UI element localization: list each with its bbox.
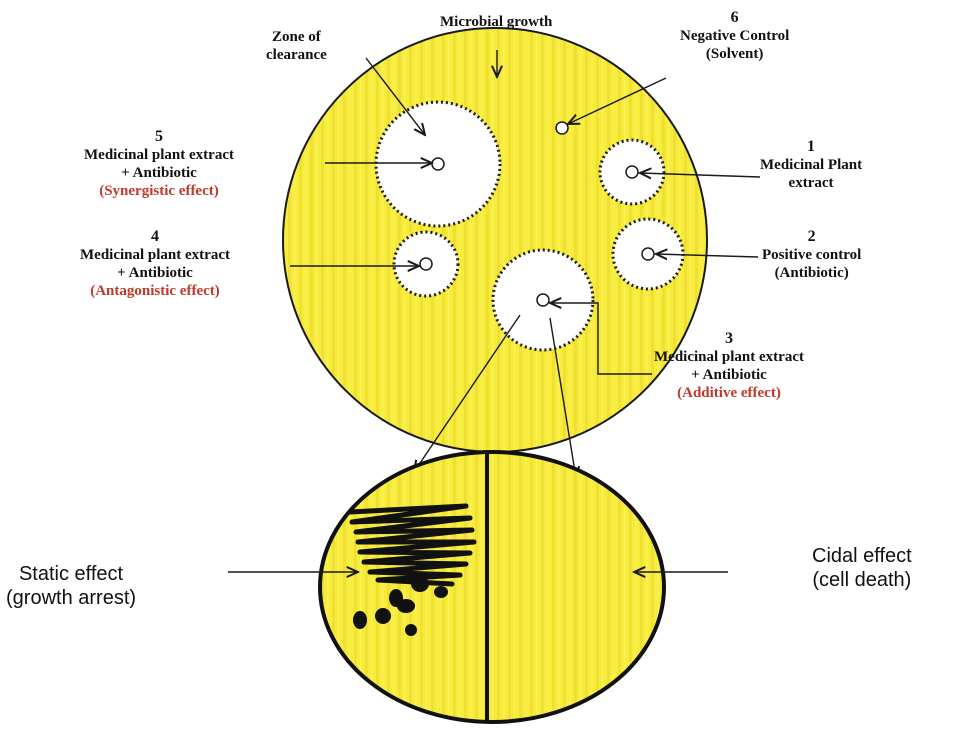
cidal-line2: (cell death) [812,568,912,592]
well-3-effect: (Additive effect) [654,384,804,402]
zone-line-2: clearance [266,46,327,64]
well-5 [432,158,444,170]
well-4-effect: (Antagonistic effect) [80,282,230,300]
well-4-line1: Medicinal plant extract [80,246,230,264]
well-3-line1: Medicinal plant extract [654,348,804,366]
well-6 [556,122,568,134]
label-well-5: 5 Medicinal plant extract + Antibiotic (… [84,128,234,200]
well-3-line2: + Antibiotic [654,366,804,384]
well-5-line1: Medicinal plant extract [84,146,234,164]
label-static-effect: Static effect (growth arrest) [6,562,136,610]
well-1-number: 1 [760,138,862,156]
label-well-4: 4 Medicinal plant extract + Antibiotic (… [80,228,230,300]
label-well-3: 3 Medicinal plant extract + Antibiotic (… [654,330,804,402]
well-2-line2: (Antibiotic) [762,264,861,282]
well-1-line2: extract [760,174,862,192]
well-5-line2: + Antibiotic [84,164,234,182]
well-1 [626,166,638,178]
static-line1: Static effect [6,562,136,586]
label-well-6: 6 Negative Control (Solvent) [680,9,789,63]
well-2-line1: Positive control [762,246,861,264]
label-well-2: 2 Positive control (Antibiotic) [762,228,861,282]
well-3 [537,294,549,306]
well-2-number: 2 [762,228,861,246]
well-6-line2: (Solvent) [680,45,789,63]
label-microbial-growth: Microbial growth [440,13,552,31]
label-zone-of-clearance: Zone of clearance [266,28,327,64]
well-1-line1: Medicinal Plant [760,156,862,174]
well-4-number: 4 [80,228,230,246]
static-line2: (growth arrest) [6,586,136,610]
cidal-line1: Cidal effect [812,544,912,568]
well-5-number: 5 [84,128,234,146]
well-6-line1: Negative Control [680,27,789,45]
well-2 [642,248,654,260]
well-3-number: 3 [654,330,804,348]
well-4-line2: + Antibiotic [80,264,230,282]
lower-dish [320,452,664,722]
well-6-number: 6 [680,9,789,27]
zone-line-1: Zone of [266,28,327,46]
label-cidal-effect: Cidal effect (cell death) [812,544,912,592]
well-4 [420,258,432,270]
label-well-1: 1 Medicinal Plant extract [760,138,862,192]
well-5-effect: (Synergistic effect) [84,182,234,200]
